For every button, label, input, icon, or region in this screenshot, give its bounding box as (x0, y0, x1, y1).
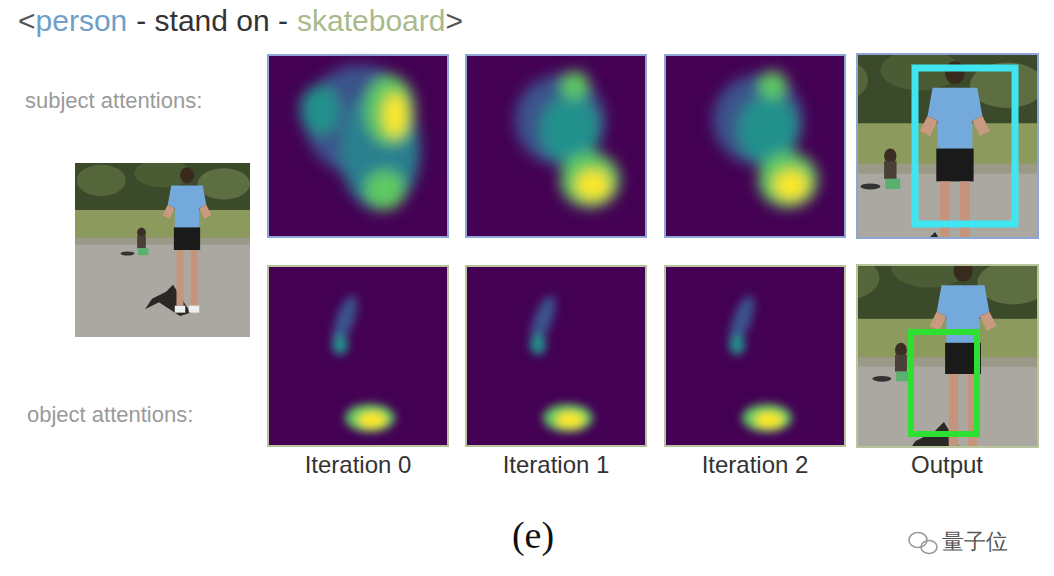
title-bracket: > (445, 4, 463, 39)
subject-word: person (36, 4, 128, 39)
column-label: Iteration 2 (702, 451, 809, 479)
title-bracket: < (18, 4, 36, 39)
predicate-text: - stand on - (136, 4, 288, 39)
watermark: 量子位 (942, 529, 1008, 554)
object-word: skateboard (297, 4, 445, 39)
column-label: Iteration 0 (305, 451, 412, 479)
column-label: Output (911, 451, 983, 479)
triplet-heading: <person- stand on - skateboard> (18, 4, 463, 39)
row-label: subject attentions: (25, 88, 202, 113)
row-label: object attentions: (27, 402, 193, 427)
column-label: Iteration 1 (503, 451, 610, 479)
figure-caption: (e) (512, 514, 554, 558)
